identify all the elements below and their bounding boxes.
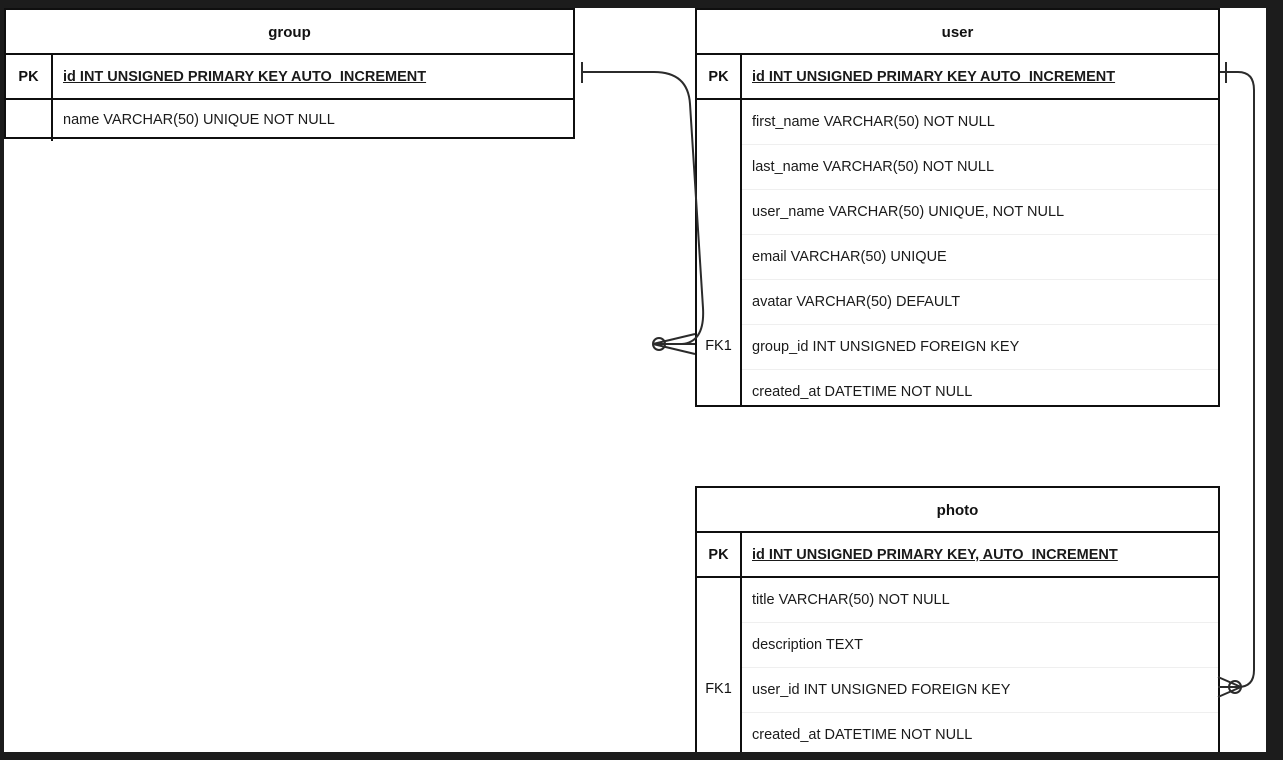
entity-user-fk-key-label: FK1: [705, 338, 732, 354]
entity-group-key-column: [6, 100, 53, 141]
entity-user-attr-3[interactable]: email VARCHAR(50) UNIQUE: [742, 235, 1218, 280]
entity-user-title: user: [697, 10, 1218, 55]
entity-user-key-column: FK1: [697, 100, 742, 405]
entity-photo-field-list: title VARCHAR(50) NOT NULL description T…: [742, 578, 1218, 752]
entity-group-pk-row[interactable]: PK id INT UNSIGNED PRIMARY KEY AUTO_INCR…: [6, 55, 573, 100]
entity-user-attr-1[interactable]: last_name VARCHAR(50) NOT NULL: [742, 145, 1218, 190]
entity-user-pk-row[interactable]: PK id INT UNSIGNED PRIMARY KEY AUTO_INCR…: [697, 55, 1218, 100]
entity-photo[interactable]: photo PK id INT UNSIGNED PRIMARY KEY, AU…: [695, 486, 1220, 752]
entity-photo-attributes: FK1 title VARCHAR(50) NOT NULL descripti…: [697, 578, 1218, 752]
entity-user-attr-5[interactable]: group_id INT UNSIGNED FOREIGN KEY: [742, 325, 1218, 370]
relationship-line-user-photo: [1220, 71, 1255, 688]
entity-group-attributes: name VARCHAR(50) UNIQUE NOT NULL: [6, 100, 573, 141]
entity-user[interactable]: user PK id INT UNSIGNED PRIMARY KEY AUTO…: [695, 8, 1220, 407]
entity-group-pk-key: PK: [6, 55, 53, 98]
entity-photo-attr-3[interactable]: created_at DATETIME NOT NULL: [752, 727, 973, 743]
entity-photo-title: photo: [697, 488, 1218, 533]
entity-user-attr-2[interactable]: user_name VARCHAR(50) UNIQUE, NOT NULL: [742, 190, 1218, 235]
entity-user-attributes: FK1 first_name VARCHAR(50) NOT NULL last…: [697, 100, 1218, 405]
relationship-user-to-photo[interactable]: [1217, 62, 1255, 698]
entity-user-attr-0[interactable]: first_name VARCHAR(50) NOT NULL: [742, 100, 1218, 145]
cardinality-many-crowsfoot-photo: [1217, 676, 1242, 698]
entity-photo-fk-key-label: FK1: [705, 681, 732, 697]
cardinality-zero-circle-user: [652, 337, 666, 351]
entity-user-pk-field: id INT UNSIGNED PRIMARY KEY AUTO_INCREME…: [752, 68, 1116, 85]
entity-user-attr-4[interactable]: avatar VARCHAR(50) DEFAULT: [742, 280, 1218, 325]
entity-photo-pk-field: id INT UNSIGNED PRIMARY KEY, AUTO_INCREM…: [752, 546, 1118, 563]
entity-user-attr-6[interactable]: created_at DATETIME NOT NULL: [752, 384, 973, 400]
entity-photo-pk-key: PK: [697, 533, 742, 576]
entity-group-field-list: name VARCHAR(50) UNIQUE NOT NULL: [53, 100, 573, 141]
entity-photo-attr-1[interactable]: description TEXT: [742, 623, 1218, 668]
diagram-canvas[interactable]: group PK id INT UNSIGNED PRIMARY KEY AUT…: [4, 8, 1266, 752]
entity-group[interactable]: group PK id INT UNSIGNED PRIMARY KEY AUT…: [4, 8, 575, 141]
entity-group-attr-0[interactable]: name VARCHAR(50) UNIQUE NOT NULL: [63, 112, 335, 128]
entity-photo-key-column: FK1: [697, 578, 742, 752]
cardinality-zero-circle-photo: [1228, 680, 1242, 694]
relationship-line-group-user: [582, 71, 705, 345]
entity-user-field-list: first_name VARCHAR(50) NOT NULL last_nam…: [742, 100, 1218, 405]
entity-group-title: group: [6, 10, 573, 55]
relationship-group-to-user[interactable]: [581, 62, 705, 355]
cardinality-many-crowsfoot-user: [652, 333, 696, 355]
entity-photo-pk-row[interactable]: PK id INT UNSIGNED PRIMARY KEY, AUTO_INC…: [697, 533, 1218, 578]
entity-group-pk-field: id INT UNSIGNED PRIMARY KEY AUTO_INCREME…: [63, 68, 427, 85]
entity-photo-attr-0[interactable]: title VARCHAR(50) NOT NULL: [742, 578, 1218, 623]
entity-user-pk-key: PK: [697, 55, 742, 98]
entity-photo-attr-2[interactable]: user_id INT UNSIGNED FOREIGN KEY: [742, 668, 1218, 713]
